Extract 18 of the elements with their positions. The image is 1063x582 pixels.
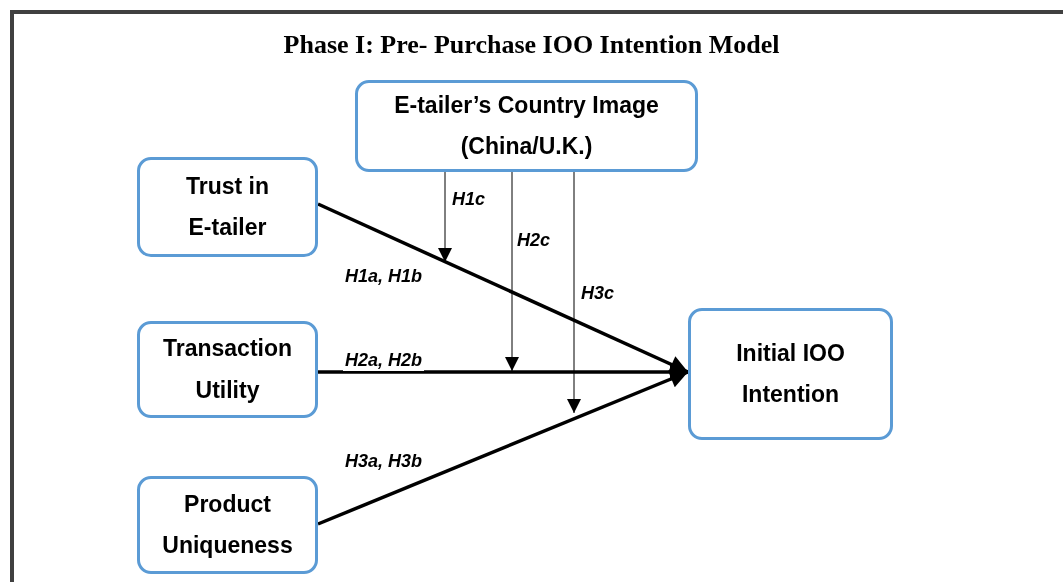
construct-box [137, 157, 318, 257]
arrow [505, 171, 519, 372]
arrow [438, 171, 452, 263]
arrow [317, 370, 689, 526]
construct-box [137, 476, 318, 574]
construct-box [137, 321, 318, 418]
node-label: E-tailer’s Country Image (China/U.K.) [393, 90, 660, 161]
edge-label: H2a, H2b [343, 350, 425, 371]
edge-label: H1a, H1b [343, 266, 425, 287]
node-label: Product Uniqueness [161, 489, 294, 560]
node-label: Transaction Utility [161, 334, 294, 405]
edge-label: H3a, H3b [343, 451, 425, 472]
node-label: Trust in E-tailer [184, 171, 271, 242]
node-label: Initial IOO Intention [735, 338, 846, 409]
arrow [567, 171, 581, 414]
construct-box [688, 308, 893, 440]
construct-box [355, 80, 698, 172]
title: Phase I: Pre- Purchase IOO Intention Model [283, 30, 780, 60]
